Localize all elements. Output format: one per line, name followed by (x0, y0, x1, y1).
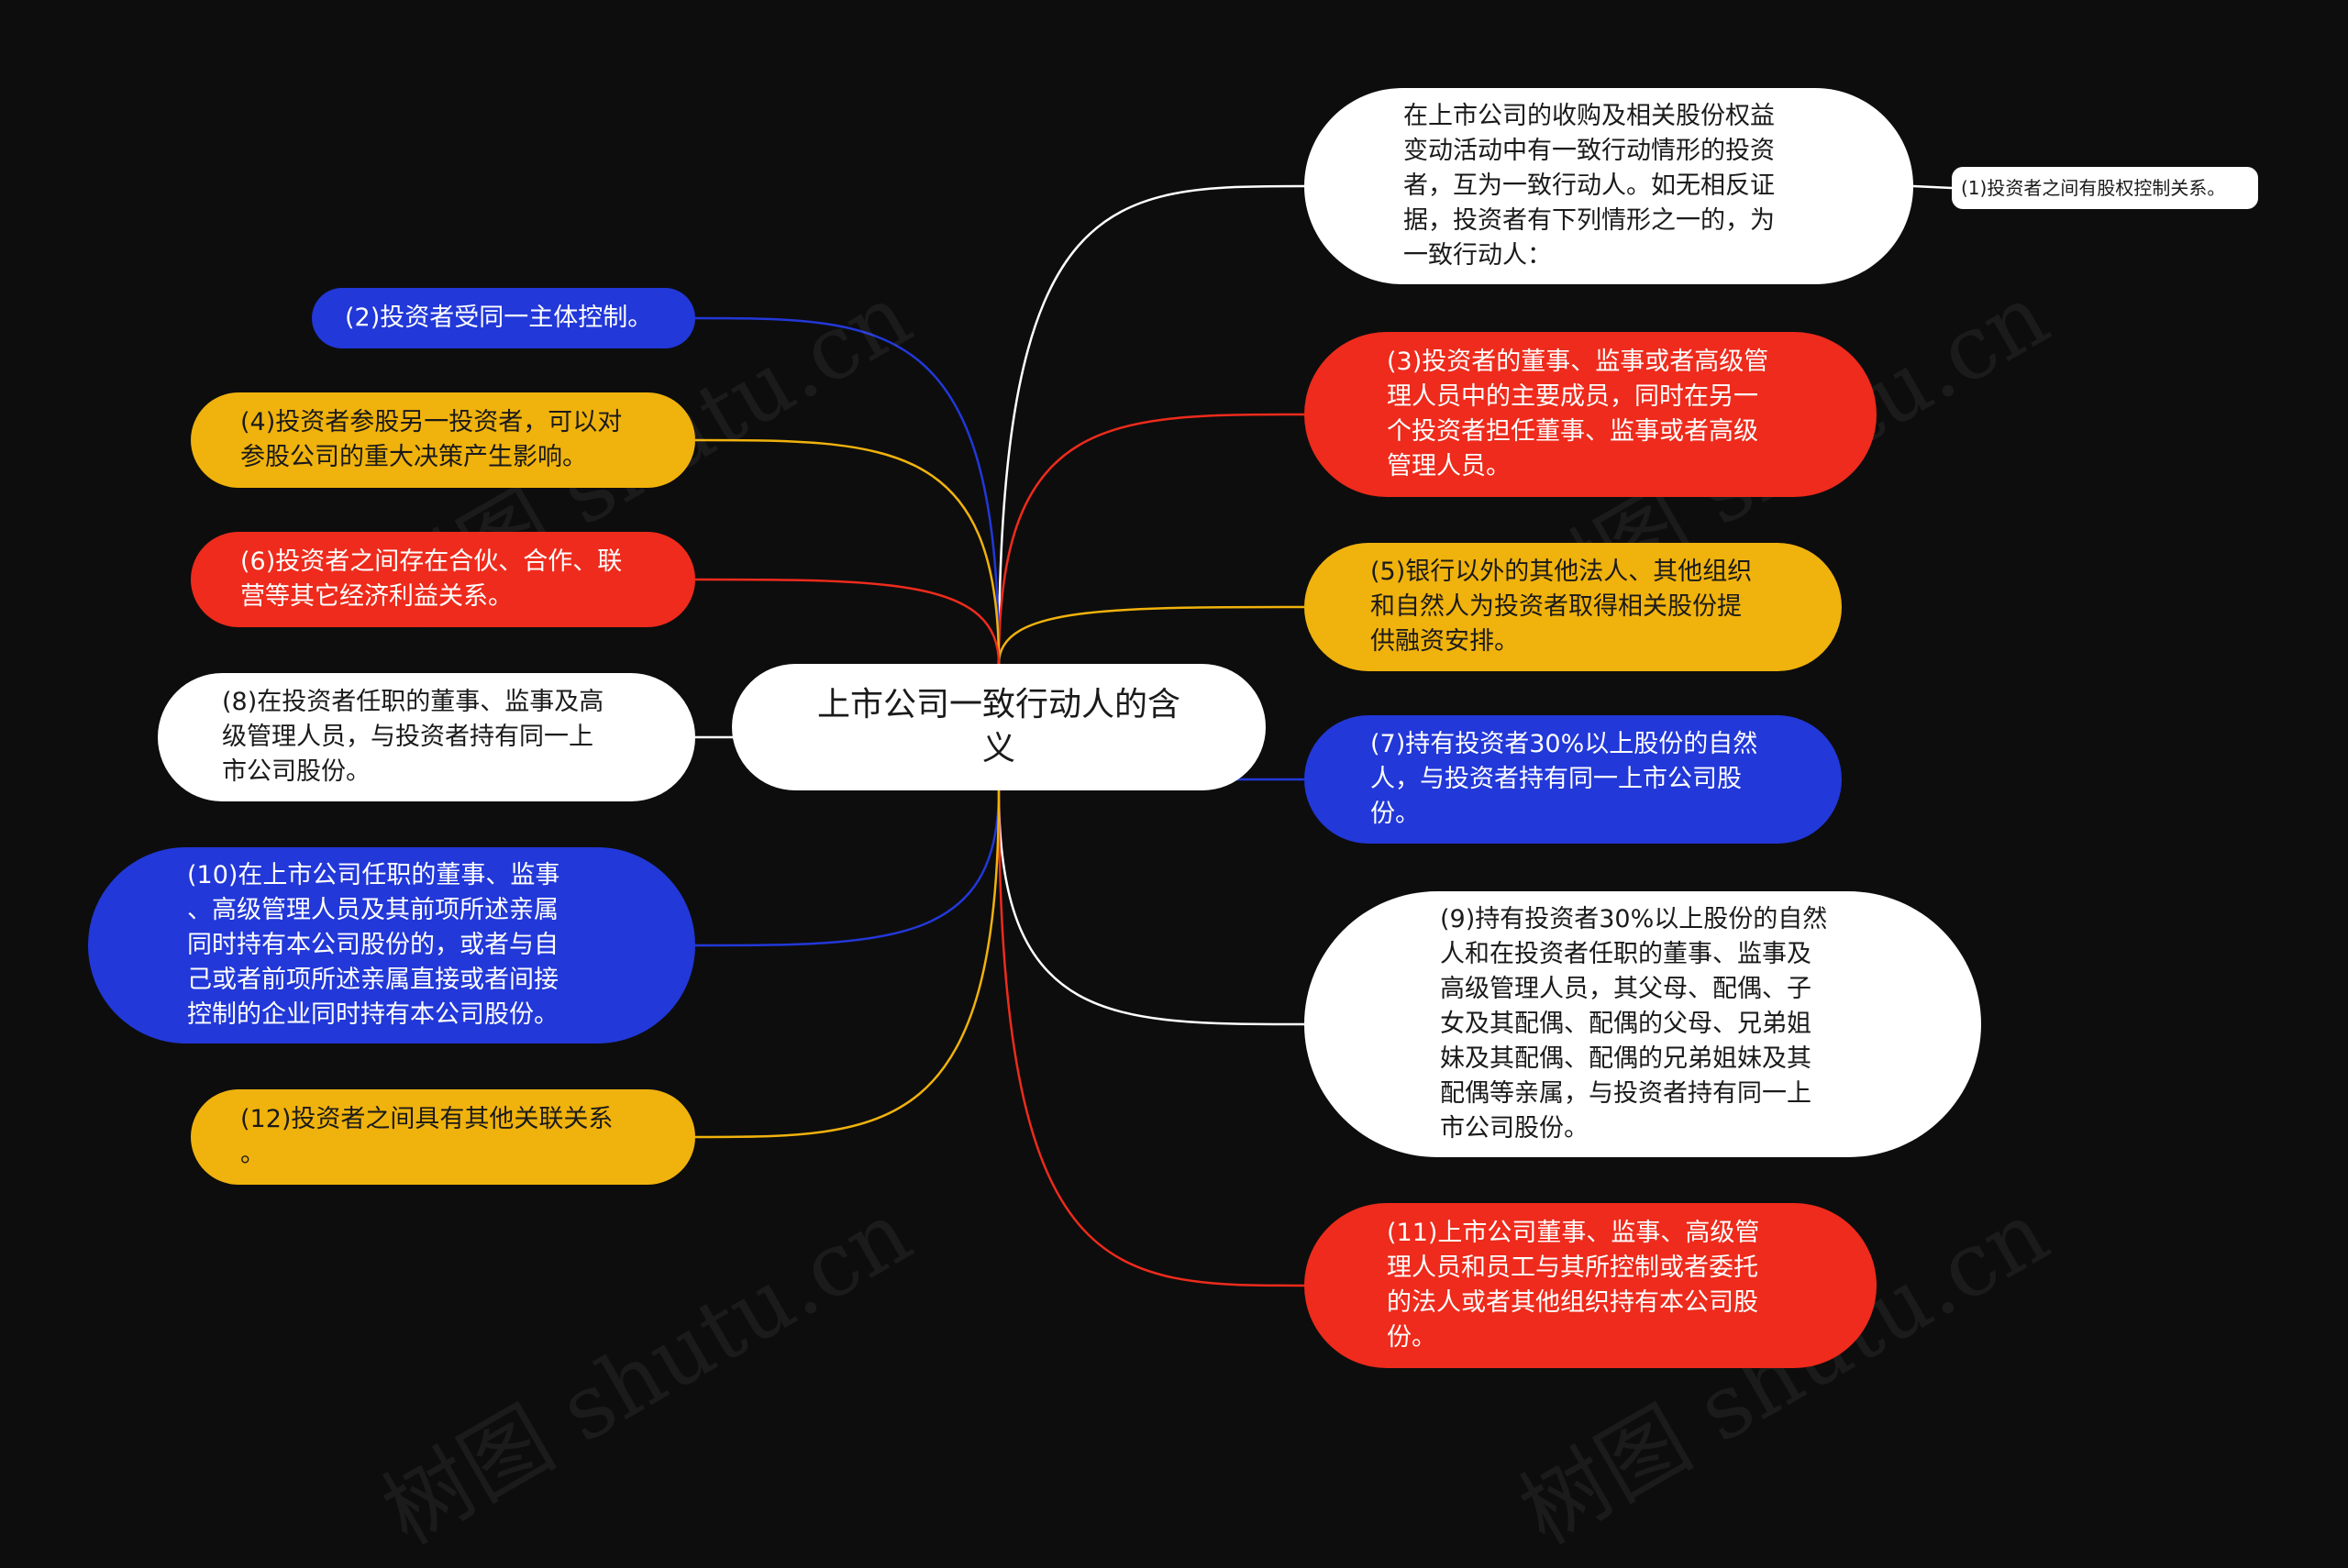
connector-line (997, 605, 1305, 665)
branch-node-5[interactable]: (5)银行以外的其他法人、其他组织 和自然人为投资者取得相关股份提 供融资安排。 (1304, 543, 1842, 671)
connector-line (694, 438, 1001, 665)
connector-line (997, 790, 1305, 1026)
branch-label: 在上市公司的收购及相关股份权益 变动活动中有一致行动情形的投资 者，互为一致行动… (1403, 102, 1775, 270)
root-topic-node[interactable]: 上市公司一致行动人的含 义 (732, 664, 1266, 790)
sub-node-label: (1)投资者之间有股权控制关系。 (1961, 177, 2226, 199)
connector-line (997, 413, 1305, 665)
branch-node-4[interactable]: (4)投资者参股另一投资者，可以对 参股公司的重大决策产生影响。 (191, 392, 695, 488)
branch-node-10[interactable]: (10)在上市公司任职的董事、监事 、高级管理人员及其前项所述亲属 同时持有本公… (88, 847, 695, 1043)
branch-node-11[interactable]: (11)上市公司董事、监事、高级管 理人员和员工与其所控制或者委托 的法人或者其… (1304, 1203, 1877, 1368)
connector-line (1912, 184, 1953, 190)
connector-lines (694, 184, 1953, 1287)
connector-line (694, 790, 1001, 1139)
branch-label: (2)投资者受同一主体控制。 (345, 304, 653, 332)
branch-label: (10)在上市公司任职的董事、监事 、高级管理人员及其前项所述亲属 同时持有本公… (187, 861, 560, 1029)
branch-label: (12)投资者之间具有其他关联关系 。 (240, 1105, 614, 1168)
branch-label: (5)银行以外的其他法人、其他组织 和自然人为投资者取得相关股份提 供融资安排。 (1370, 558, 1753, 656)
connector-line (694, 316, 1001, 665)
sub-node-1[interactable]: (1)投资者之间有股权控制关系。 (1952, 167, 2258, 209)
branch-node-2[interactable]: (2)投资者受同一主体控制。 (312, 288, 695, 348)
branch-node-3[interactable]: (3)投资者的董事、监事或者高级管 理人员中的主要成员，同时在另一 个投资者担任… (1304, 332, 1877, 497)
branch-label: (4)投资者参股另一投资者，可以对 参股公司的重大决策产生影响。 (240, 408, 623, 471)
branch-label: (3)投资者的董事、监事或者高级管 理人员中的主要成员，同时在另一 个投资者担任… (1387, 348, 1769, 480)
branch-label: (9)持有投资者30%以上股份的自然 人和在投资者任职的董事、监事及 高级管理人… (1440, 905, 1828, 1143)
connector-line (997, 790, 1305, 1287)
connector-line (694, 578, 1001, 665)
branch-label: (11)上市公司董事、监事、高级管 理人员和员工与其所控制或者委托 的法人或者其… (1387, 1219, 1760, 1352)
branch-node-7[interactable]: (7)持有投资者30%以上股份的自然 人，与投资者持有同一上市公司股 份。 (1304, 715, 1842, 844)
branch-node-9[interactable]: (9)持有投资者30%以上股份的自然 人和在投资者任职的董事、监事及 高级管理人… (1304, 891, 1981, 1157)
branch-node-8[interactable]: (8)在投资者任职的董事、监事及高 级管理人员，与投资者持有同一上 市公司股份。 (158, 673, 695, 801)
mindmap-canvas: 树图 shutu.cn 树图 shutu.cn 树图 shutu.cn 树图 s… (88, 88, 2258, 1564)
branch-node-6[interactable]: (6)投资者之间存在合伙、合作、联 营等其它经济利益关系。 (191, 532, 695, 627)
connector-line (694, 790, 1001, 947)
root-topic-label: 上市公司一致行动人的含 义 (816, 686, 1180, 767)
branch-node-definition[interactable]: 在上市公司的收购及相关股份权益 变动活动中有一致行动情形的投资 者，互为一致行动… (1304, 88, 1913, 284)
branch-label: (7)持有投资者30%以上股份的自然 人，与投资者持有同一上市公司股 份。 (1370, 730, 1758, 828)
branch-label: (8)在投资者任职的董事、监事及高 级管理人员，与投资者持有同一上 市公司股份。 (222, 688, 604, 786)
branch-label: (6)投资者之间存在合伙、合作、联 营等其它经济利益关系。 (240, 547, 623, 611)
branch-node-12[interactable]: (12)投资者之间具有其他关联关系 。 (191, 1089, 695, 1185)
connector-line (997, 184, 1305, 665)
